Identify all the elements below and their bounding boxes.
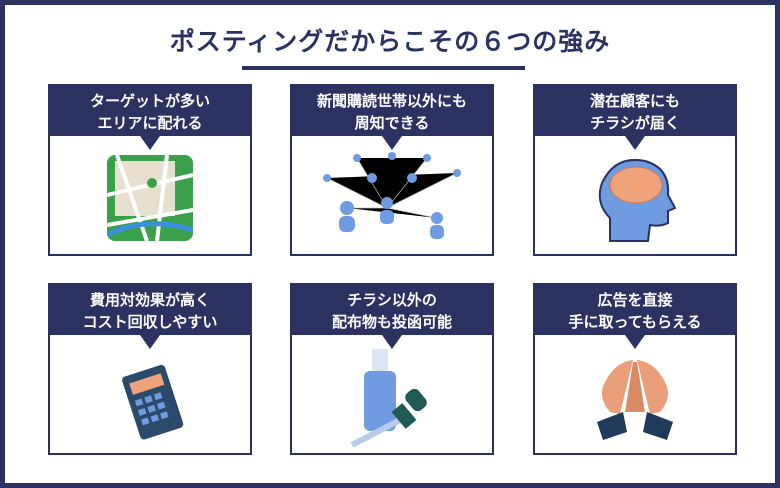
card-title-line2: 配布物も投函可能 bbox=[331, 313, 452, 331]
card-title-line1: ターゲットが多い bbox=[89, 92, 210, 110]
card-title-line2: チラシが届く bbox=[590, 114, 680, 132]
card-title-line1: 潜在顧客にも bbox=[589, 92, 680, 110]
card-title-line1: 新聞購読世帯以外にも bbox=[316, 92, 467, 110]
calculator-icon bbox=[50, 341, 250, 453]
bottle-dropper-icon bbox=[292, 341, 492, 453]
title-underline bbox=[242, 66, 525, 70]
card-cost-effective: 費用対効果が高くコスト回収しやすい bbox=[48, 283, 252, 455]
card-title-line2: 周知できる bbox=[354, 114, 430, 132]
card-direct-handoff: 広告を直接手に取ってもらえる bbox=[533, 283, 737, 455]
head-brain-icon bbox=[535, 142, 735, 254]
open-hands-icon bbox=[535, 341, 735, 453]
card-title-line1: 費用対効果が高く bbox=[89, 291, 210, 309]
card-title-line2: エリアに配れる bbox=[97, 114, 203, 132]
card-potential-customers: 潜在顧客にもチラシが届く bbox=[533, 84, 737, 256]
page-title: ポスティングだからこその６つの強み bbox=[169, 27, 611, 56]
people-network-icon bbox=[292, 142, 492, 254]
map-icon bbox=[50, 142, 250, 254]
card-non-newspaper: 新聞購読世帯以外にも周知できる bbox=[290, 84, 494, 256]
card-other-materials: チラシ以外の配布物も投函可能 bbox=[290, 283, 494, 455]
card-title-line1: 広告を直接 bbox=[597, 291, 673, 309]
card-title-line1: チラシ以外の bbox=[347, 291, 437, 309]
card-title-line2: コスト回収しやすい bbox=[82, 313, 218, 331]
card-target-area: ターゲットが多いエリアに配れる bbox=[48, 84, 252, 256]
card-title-line2: 手に取ってもらえる bbox=[568, 313, 702, 331]
